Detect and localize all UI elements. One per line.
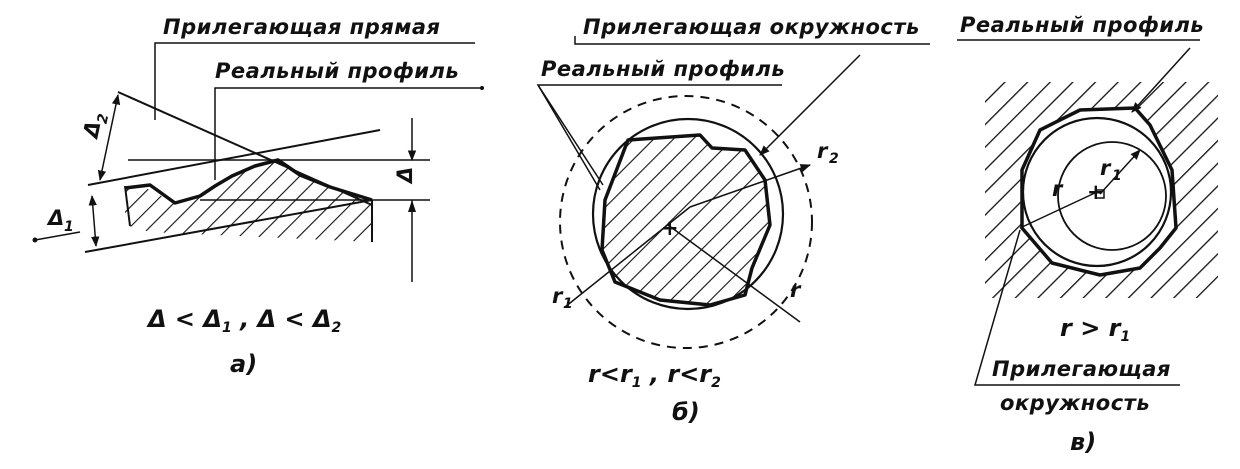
panel-c-label-adjacent-1: Прилегающая [992, 357, 1171, 381]
panel-c-real-profile-line [1020, 106, 1178, 277]
panel-b-leader-adjacent-arrow [759, 54, 861, 156]
panel-b-sym-r2: r [817, 139, 829, 163]
panel-b-caption: б) [672, 398, 700, 426]
panel-a-real-profile-line [124, 158, 373, 205]
panel-a-dim-delta2 [97, 93, 121, 182]
panel-c-center-box [1095, 189, 1105, 199]
panel-c-sym-r1: r [1100, 156, 1112, 180]
panel-b-label-adjacent-circle: Прилегающая окружность [583, 15, 920, 39]
panel-a-leader-real [214, 87, 482, 180]
panel-b-hatched-profile [602, 135, 770, 305]
panel-a-leader-delta1 [34, 231, 81, 241]
panel-a-caption: а) [230, 350, 257, 378]
panel-a-dim-delta-arrow [408, 200, 416, 212]
panel-c-radius-r1 [1099, 149, 1141, 195]
panel-b-radius-r1 [564, 206, 691, 308]
panel-c-leader-real-arrow [1131, 47, 1191, 113]
panel-a-sym-delta2-group: Δ 2 [78, 112, 113, 141]
panel-c-sym-r: r [1052, 177, 1064, 201]
panel-c-leader-adjacent [974, 229, 1180, 386]
panel-c-label-real-profile: Реальный профиль [960, 13, 1204, 37]
panel-a-inclined-line-1 [87, 129, 381, 186]
panel-c: + Реальный профиль r r 1 r > r1 Прилегаю… [957, 13, 1218, 456]
panel-b-leader-real-2 [537, 84, 601, 191]
panel-b-sym-r1: r [552, 284, 564, 308]
panel-b-sym-r: r [790, 278, 802, 302]
panel-a-label-adjacent-line: Прилегающая прямая [163, 15, 441, 39]
panel-b-label-real-profile: Реальный профиль [541, 57, 785, 81]
panel-a-left-edge [124, 185, 131, 227]
panel-b-adjacent-circle [591, 117, 785, 311]
panel-a-inclined-line-2 [117, 91, 373, 206]
panel-a-sym-delta2: Δ [78, 118, 105, 141]
panel-b-sym-r2-sub: 2 [829, 151, 839, 167]
panel-a-body [125, 160, 372, 242]
panel-c-label-adjacent-2: окружность [1000, 391, 1150, 415]
panel-b-real-profile-line [600, 133, 772, 307]
panel-a-sym-delta2-sub: 2 [95, 112, 113, 125]
panel-a-leader-dot [32, 237, 38, 243]
panel-a-dim-delta1 [88, 194, 100, 248]
panel-b-sym-r1-sub: 1 [563, 296, 573, 312]
panel-b-dashed-circle [559, 95, 813, 349]
panel-c-condition: r > r1 [1060, 314, 1130, 345]
panel-c-inner-circle [1057, 141, 1167, 251]
panel-a-sym-delta1-sub: 1 [64, 219, 74, 235]
panel-a-label-real-profile: Реальный профиль [215, 59, 459, 83]
panel-b: + Прилегающая окружность Реальный профил… [536, 15, 930, 426]
panel-b-leader-adjacent [574, 36, 930, 45]
panel-c-caption: в) [1070, 428, 1096, 456]
panel-b-condition: r<r1 , r<r2 [588, 360, 721, 391]
panel-c-sym-r1-sub: 1 [1112, 168, 1122, 184]
panel-b-radius-r2 [689, 164, 811, 208]
panel-a-leader-adjacent [154, 42, 475, 120]
panel-a: Прилегающая прямая Реальный профиль Δ Δ … [32, 15, 484, 378]
panel-a-condition: Δ < Δ1 , Δ < Δ2 [146, 305, 341, 336]
panel-a-sym-delta1: Δ [46, 206, 65, 230]
panel-a-sym-delta: Δ [393, 166, 417, 185]
panel-a-leader-real-dot [480, 86, 484, 90]
panel-a-inclined-line-3 [84, 199, 373, 253]
panel-c-radius-r [1019, 191, 1098, 229]
panel-b-center-mark: + [661, 216, 679, 240]
panel-b-radius-r [667, 224, 801, 323]
panel-c-hatched-body [985, 82, 1218, 298]
